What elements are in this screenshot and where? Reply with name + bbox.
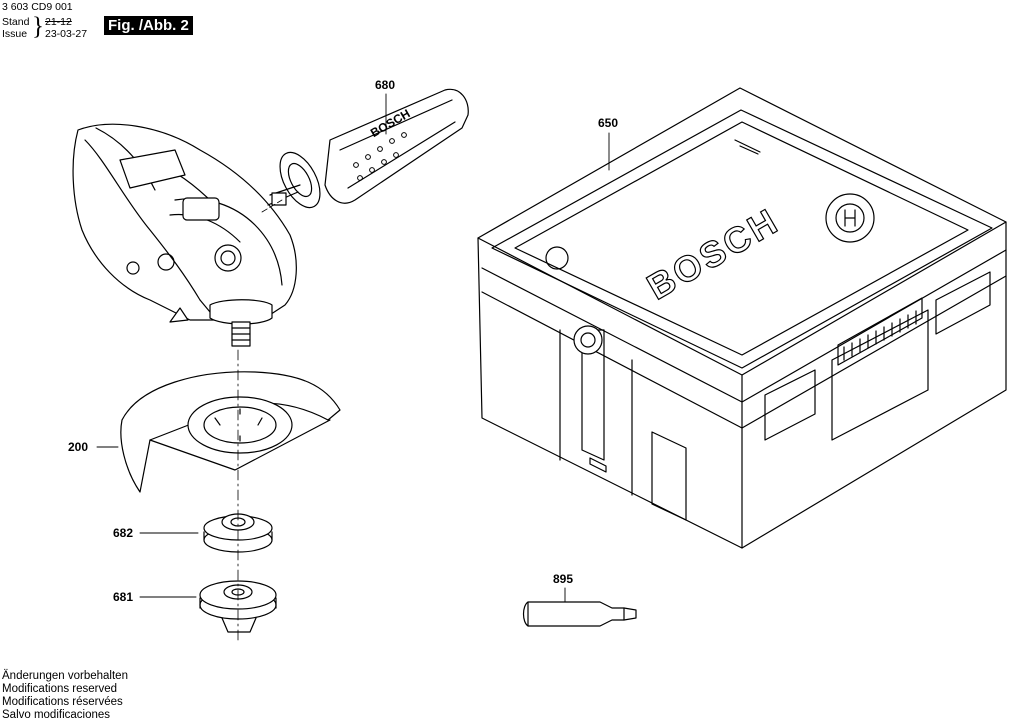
stand-value: 21-12 bbox=[45, 16, 72, 28]
footer-note-fr: Modifications réservées bbox=[2, 696, 123, 708]
part-number-200: 200 bbox=[68, 440, 89, 454]
figure-label: Fig. /Abb. 2 bbox=[104, 16, 193, 35]
stand-label: Stand bbox=[2, 16, 30, 28]
issue-label: Issue bbox=[2, 28, 28, 40]
part-number-895: 895 bbox=[553, 572, 574, 586]
wheel-guard-illustration bbox=[120, 371, 341, 493]
brace-icon: } bbox=[32, 13, 44, 40]
part-number-680: 680 bbox=[375, 78, 396, 92]
footer-note-de: Änderungen vorbehalten bbox=[2, 670, 128, 682]
tool-case-illustration bbox=[477, 87, 1007, 549]
document-code: 3 603 CD9 001 bbox=[2, 1, 73, 13]
footer-note-es: Salvo modificaciones bbox=[2, 709, 111, 721]
part-number-681: 681 bbox=[113, 590, 134, 604]
issue-value: 23-03-27 bbox=[45, 28, 88, 40]
part-number-650: 650 bbox=[598, 116, 619, 130]
angle-grinder-illustration bbox=[72, 123, 297, 347]
auxiliary-handle-illustration bbox=[267, 88, 469, 209]
footer-note-en: Modifications reserved bbox=[2, 683, 118, 695]
part-number-682: 682 bbox=[113, 526, 134, 540]
grease-tube-illustration bbox=[522, 601, 637, 627]
leader-lines bbox=[96, 93, 610, 603]
